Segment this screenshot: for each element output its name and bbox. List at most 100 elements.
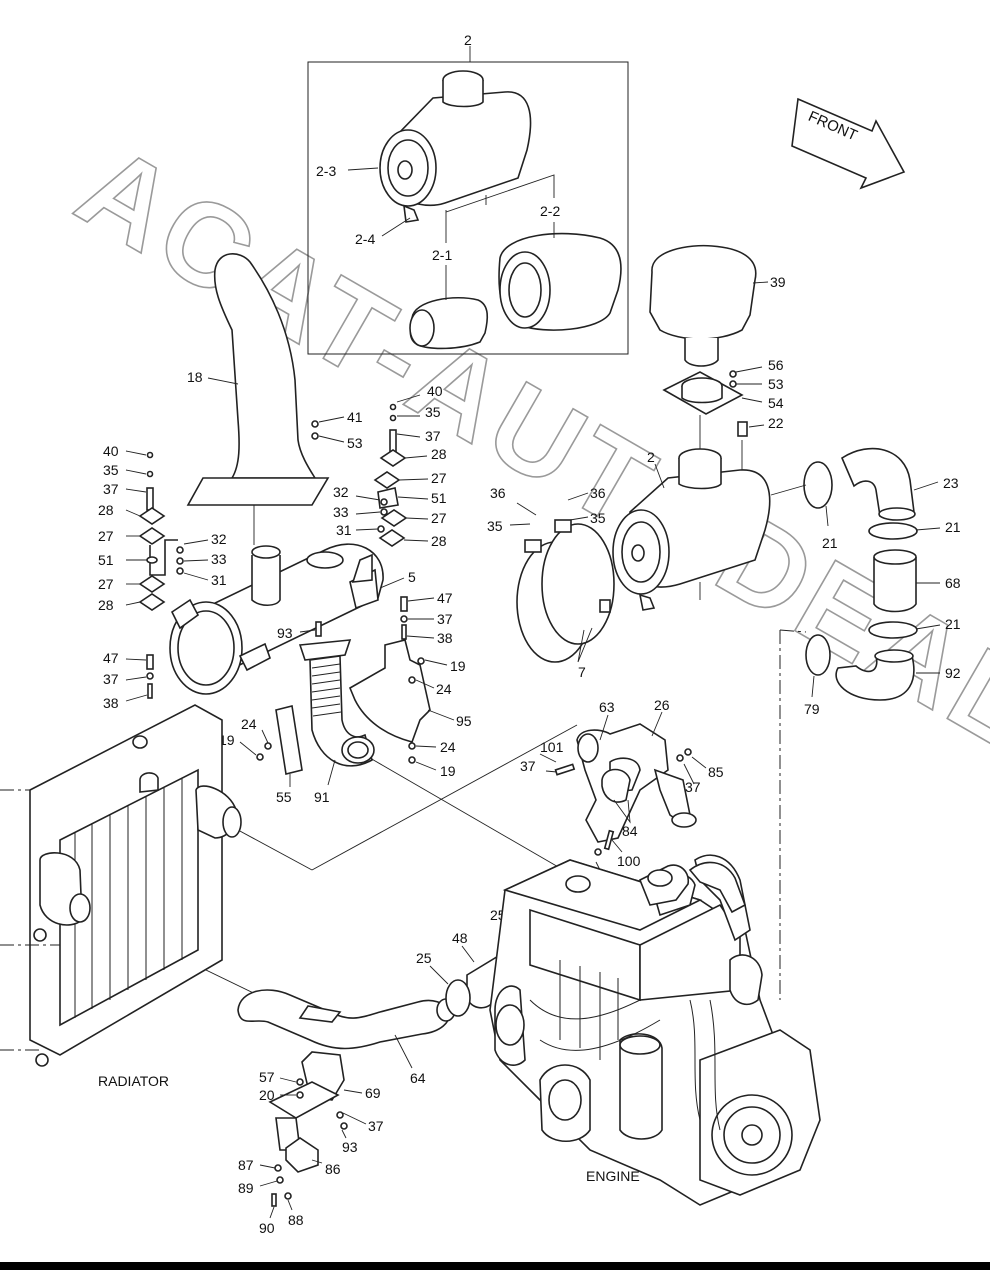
label-32a: 32 xyxy=(333,484,349,500)
flex-exhaust-pipe: 91 xyxy=(298,639,375,805)
label-57: 57 xyxy=(259,1069,275,1085)
bottom-frame-border xyxy=(0,1262,990,1270)
front-arrow: FRONT xyxy=(791,97,906,190)
label-24c: 24 xyxy=(241,716,257,732)
label-41: 41 xyxy=(347,409,363,425)
stack-bolt-hardware: 41 53 xyxy=(311,409,363,451)
precleaner: 39 xyxy=(649,244,786,367)
label-47b: 47 xyxy=(103,650,119,666)
left-lower-bolt: 47 37 38 xyxy=(103,650,154,711)
label-88: 88 xyxy=(288,1212,304,1228)
label-85: 85 xyxy=(708,764,724,780)
label-95: 95 xyxy=(456,713,472,729)
right-mount-hardware: 40 35 37 28 27 51 27 28 32 33 31 xyxy=(333,383,447,583)
label-87: 87 xyxy=(238,1157,254,1173)
label-56: 56 xyxy=(768,357,784,373)
radiator-label: RADIATOR xyxy=(98,1073,169,1089)
label-27d: 27 xyxy=(98,576,114,592)
label-90: 90 xyxy=(259,1220,275,1236)
heat-shield-95: 19 24 95 24 19 xyxy=(348,639,472,779)
label-101: 101 xyxy=(540,739,564,755)
hose-bracket-69: 57 20 69 37 93 xyxy=(259,1051,384,1155)
intake-pipe-assembly: 63 26 101 37 85 37 84 100 37 xyxy=(520,697,724,887)
air-cleaner-detail-box: 2 2-3 2-4 2-2 2-1 xyxy=(307,32,629,355)
label-32b: 32 xyxy=(211,531,227,547)
label-37f: 37 xyxy=(685,779,701,795)
label-21c: 21 xyxy=(945,616,961,632)
label-27c: 27 xyxy=(98,528,114,544)
label-39: 39 xyxy=(770,274,786,290)
label-7: 7 xyxy=(578,664,586,680)
label-37b: 37 xyxy=(437,611,453,627)
engine: ENGINE xyxy=(489,854,821,1206)
label-37a: 37 xyxy=(425,428,441,444)
air-cleaner-assembly xyxy=(379,70,532,223)
label-55: 55 xyxy=(276,789,292,805)
label-79: 79 xyxy=(804,701,820,717)
label-21b: 21 xyxy=(945,519,961,535)
label-26: 26 xyxy=(654,697,670,713)
label-18: 18 xyxy=(187,369,203,385)
label-37c: 37 xyxy=(103,481,119,497)
label-2-4: 2-4 xyxy=(355,231,375,247)
label-37h: 37 xyxy=(368,1118,384,1134)
label-37e: 37 xyxy=(520,758,536,774)
label-36a: 36 xyxy=(490,485,506,501)
label-25b: 25 xyxy=(416,950,432,966)
label-92: 92 xyxy=(945,665,961,681)
label-21a: 21 xyxy=(822,535,838,551)
label-19a: 19 xyxy=(450,658,466,674)
label-22: 22 xyxy=(768,415,784,431)
radiator: RADIATOR xyxy=(0,704,242,1089)
label-33a: 33 xyxy=(333,504,349,520)
label-19c: 19 xyxy=(219,732,235,748)
label-91: 91 xyxy=(314,789,330,805)
label-40b: 40 xyxy=(103,443,119,459)
label-38b: 38 xyxy=(103,695,119,711)
label-100: 100 xyxy=(617,853,641,869)
inner-filter-element xyxy=(409,297,489,350)
label-23: 23 xyxy=(943,475,959,491)
engine-label: ENGINE xyxy=(586,1168,640,1184)
engine-intake-elbow xyxy=(638,861,746,914)
label-31b: 31 xyxy=(211,572,227,588)
label-35a: 35 xyxy=(487,518,503,534)
air-cleaner-installed: 2 xyxy=(612,448,771,611)
label-51b: 51 xyxy=(98,552,114,568)
label-37d: 37 xyxy=(103,671,119,687)
label-31a: 31 xyxy=(336,522,352,538)
label-35b: 35 xyxy=(590,510,606,526)
radiator-hose: 64 xyxy=(237,989,456,1086)
left-mount-hardware: 40 35 37 28 27 51 27 28 32 33 31 xyxy=(98,443,227,613)
exhaust-stack: 18 xyxy=(186,253,330,545)
intake-hose-group: 23 21 21 68 21 92 79 xyxy=(770,447,961,1000)
outer-filter-element xyxy=(498,232,622,331)
label-53a: 53 xyxy=(768,376,784,392)
label-38a: 38 xyxy=(437,630,453,646)
label-68: 68 xyxy=(945,575,961,591)
label-93a: 93 xyxy=(277,625,293,641)
label-5: 5 xyxy=(408,569,416,585)
label-89: 89 xyxy=(238,1180,254,1196)
label-20: 20 xyxy=(259,1087,275,1103)
label-28c: 28 xyxy=(98,502,114,518)
label-84: 84 xyxy=(622,823,638,839)
label-2-3: 2-3 xyxy=(316,163,336,179)
label-35d: 35 xyxy=(103,462,119,478)
label-27a: 27 xyxy=(431,470,447,486)
mounting-bands: 36 36 35 35 7 xyxy=(487,485,615,680)
label-93b: 93 xyxy=(342,1139,358,1155)
label-2-top: 2 xyxy=(464,32,472,48)
label-27b: 27 xyxy=(431,510,447,526)
label-63: 63 xyxy=(599,699,615,715)
heat-shield-55: 24 19 55 xyxy=(219,705,303,805)
label-33b: 33 xyxy=(211,551,227,567)
label-2-mid: 2 xyxy=(647,449,655,465)
label-28d: 28 xyxy=(98,597,114,613)
label-86: 86 xyxy=(325,1161,341,1177)
adapter-flange: 56 53 54 xyxy=(662,357,784,455)
label-69: 69 xyxy=(365,1085,381,1101)
label-54: 54 xyxy=(768,395,784,411)
label-28b: 28 xyxy=(431,533,447,549)
